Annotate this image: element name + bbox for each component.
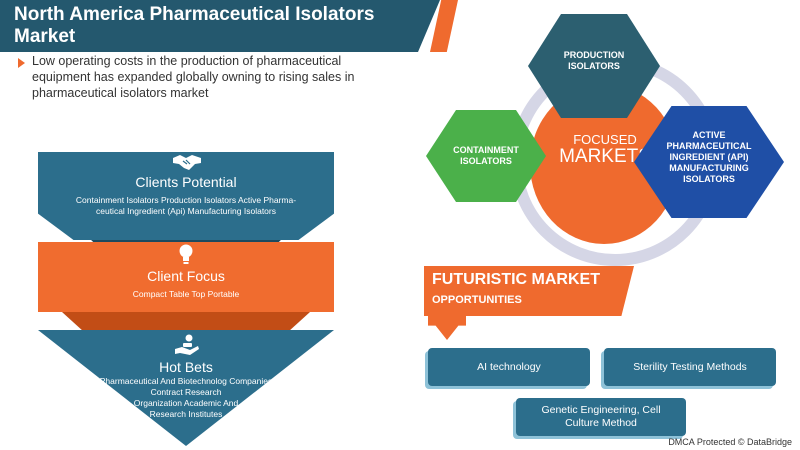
hot-bets-line-1: Pharmaceutical And Biotechnolog Companie…	[99, 376, 273, 386]
opportunity-label: Sterility Testing Methods	[633, 360, 747, 373]
down-arrow-icon	[428, 316, 466, 340]
hexagon-production-isolators	[528, 14, 660, 118]
hot-bets-line-4: Research Institutes	[149, 409, 223, 419]
futuristic-banner	[424, 266, 634, 316]
dmca-footer: DMCA Protected © DataBridge	[668, 437, 792, 447]
hot-bets-heading: Hot Bets	[159, 359, 213, 375]
clients-potential-text: Containment Isolators Production Isolato…	[75, 195, 297, 216]
market-description: Low operating costs in the production of…	[32, 54, 355, 100]
opportunity-ai-technology: AI technology	[428, 348, 590, 386]
title-banner	[0, 0, 440, 52]
clients-potential-heading: Clients Potential	[135, 174, 237, 190]
handshake-icon	[173, 155, 201, 170]
client-focus-heading: Client Focus	[147, 268, 225, 284]
lightbulb-icon	[179, 244, 193, 264]
focused-label-line-1: FOCUSED	[573, 132, 637, 147]
containment-isolators-label: CONTAINMENT ISOLATORS	[453, 145, 519, 166]
client-focus-text: Compact Table Top Portable	[132, 289, 240, 299]
focused-markets-label: FOCUSED MARKETS	[545, 131, 665, 167]
futuristic-subtitle: OPPORTUNITIES	[432, 294, 522, 306]
funnel-shadow-2	[62, 312, 310, 330]
opportunity-label: AI technology	[477, 360, 541, 373]
futuristic-title: FUTURISTIC MARKET	[432, 271, 600, 288]
opportunity-genetic-engineering: Genetic Engineering, Cell Culture Method	[516, 398, 686, 436]
focused-label-line-2: MARKETS	[559, 146, 651, 167]
opportunity-sterility-testing: Sterility Testing Methods	[604, 348, 776, 386]
bullet-arrow-icon	[18, 58, 25, 68]
hot-bets-line-2: Contract Research	[150, 387, 222, 397]
opportunity-label: Genetic Engineering, Cell Culture Method	[541, 404, 661, 429]
hand-coins-icon	[175, 334, 199, 355]
page-title: North America Pharmaceutical Isolators M…	[14, 4, 375, 47]
production-isolators-label: PRODUCTION ISOLATORS	[563, 50, 625, 71]
hot-bets-line-3: Organization Academic And	[133, 398, 239, 408]
api-manufacturing-isolators-label: ACTIVE PHARMACEUTICAL INGREDIENT (API) M…	[666, 130, 752, 184]
